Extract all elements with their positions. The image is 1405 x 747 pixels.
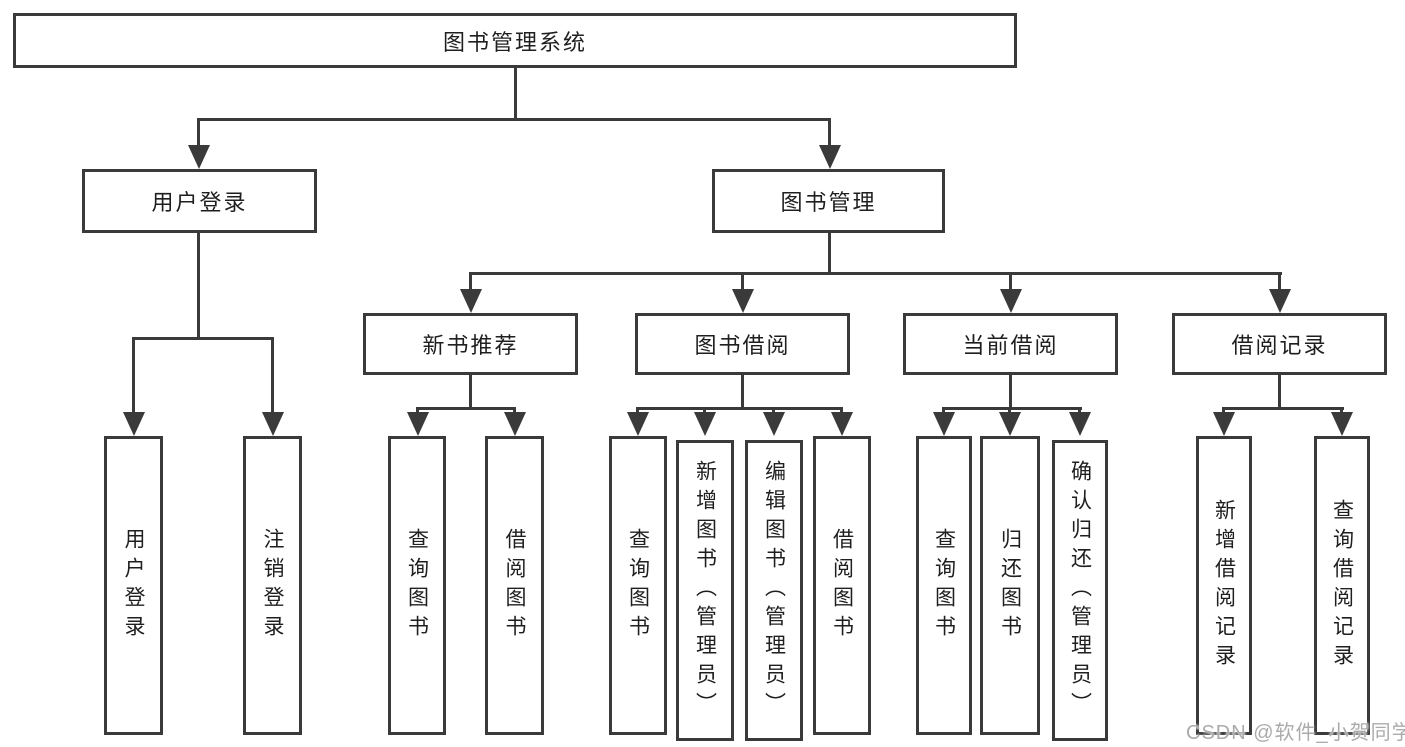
- connector-root-drop-left: [197, 118, 200, 145]
- connector-userlogin-crossbar: [132, 337, 274, 340]
- leaf-return-book-label: 归还图书: [998, 527, 1022, 644]
- leaf-query-books-newbook: 查询图书: [388, 436, 446, 735]
- connector-bookmgmt-drop-3: [1009, 272, 1012, 289]
- arrowhead-confirm-return-admin: [1069, 412, 1091, 436]
- leaf-borrow-books-borrowing: 借阅图书: [813, 436, 871, 735]
- node-current-borrowing-label: 当前借阅: [962, 333, 1059, 358]
- leaf-user-login: 用户登录: [104, 436, 163, 735]
- connector-bookmgmt-drop-2: [741, 272, 744, 289]
- connector-newbook-stem: [469, 375, 472, 407]
- leaf-logout-label: 注销登录: [261, 527, 284, 644]
- connector-borrowing-drop-4: [840, 407, 843, 412]
- leaf-logout: 注销登录: [243, 436, 302, 735]
- connector-records-drop-1: [1222, 407, 1225, 412]
- connector-borrowing-drop-2: [703, 407, 706, 412]
- node-borrow-records-label: 借阅记录: [1231, 333, 1328, 358]
- arrowhead-borrow-records: [1269, 289, 1291, 313]
- connector-borrowing-crossbar: [636, 407, 843, 410]
- leaf-add-book-admin: 新增图书（管理员）: [676, 440, 734, 741]
- node-book-management-label: 图书管理: [780, 190, 877, 215]
- connector-root-crossbar: [197, 118, 831, 121]
- leaf-query-books-newbook-label: 查询图书: [405, 527, 429, 644]
- leaf-confirm-return-admin-label: 确认归还（管理员）: [1068, 460, 1092, 721]
- connector-borrowing-stem: [741, 375, 744, 407]
- arrowhead-new-book-recommend: [460, 289, 482, 313]
- arrowhead-borrow-books-borrowing: [831, 412, 853, 436]
- leaf-add-borrow-record-label: 新增借阅记录: [1212, 498, 1236, 673]
- arrowhead-book-management: [819, 145, 841, 169]
- arrowhead-query-books-newbook: [407, 412, 429, 436]
- connector-userlogin-drop-1: [132, 337, 135, 412]
- connector-bookmgmt-crossbar: [469, 272, 1282, 275]
- arrowhead-leaf-user-login: [123, 412, 145, 436]
- arrowhead-return-book: [999, 412, 1021, 436]
- connector-current-drop-1: [942, 407, 945, 412]
- leaf-query-books-current: 查询图书: [916, 436, 972, 735]
- arrowhead-borrow-books-newbook: [504, 412, 526, 436]
- leaf-borrow-books-newbook: 借阅图书: [485, 436, 544, 735]
- leaf-confirm-return-admin: 确认归还（管理员）: [1052, 440, 1108, 741]
- leaf-query-books-borrowing-label: 查询图书: [626, 527, 650, 644]
- leaf-query-books-borrowing: 查询图书: [609, 436, 667, 735]
- node-borrow-records: 借阅记录: [1172, 313, 1387, 375]
- connector-userlogin-drop-2: [271, 337, 274, 412]
- csdn-watermark: CSDN @软件_小贺同学: [1186, 722, 1405, 744]
- connector-records-crossbar: [1222, 407, 1344, 410]
- leaf-user-login-label: 用户登录: [122, 527, 145, 644]
- leaf-query-borrow-record: 查询借阅记录: [1314, 436, 1370, 735]
- node-new-book-recommend: 新书推荐: [363, 313, 578, 375]
- connector-bookmgmt-drop-1: [469, 272, 472, 289]
- node-user-login: 用户登录: [82, 169, 317, 233]
- node-book-borrowing-label: 图书借阅: [694, 333, 791, 358]
- leaf-edit-book-admin: 编辑图书（管理员）: [745, 440, 803, 741]
- leaf-edit-book-admin-label: 编辑图书（管理员）: [762, 460, 786, 721]
- leaf-add-borrow-record: 新增借阅记录: [1196, 436, 1252, 735]
- connector-root-drop-right: [828, 118, 831, 145]
- connector-current-drop-2: [1008, 407, 1011, 412]
- arrowhead-current-borrowing: [1000, 289, 1022, 313]
- arrowhead-query-borrow-record: [1331, 412, 1353, 436]
- node-library-system-label: 图书管理系统: [442, 29, 587, 55]
- connector-current-crossbar: [942, 407, 1082, 410]
- connector-records-stem: [1278, 375, 1281, 407]
- arrowhead-query-books-borrowing: [627, 412, 649, 436]
- connector-root-stem: [514, 68, 517, 118]
- leaf-add-book-admin-label: 新增图书（管理员）: [693, 460, 717, 721]
- node-new-book-recommend-label: 新书推荐: [422, 333, 519, 358]
- connector-current-stem: [1009, 375, 1012, 407]
- connector-newbook-crossbar: [416, 407, 516, 410]
- node-book-management: 图书管理: [712, 169, 945, 233]
- arrowhead-add-borrow-record: [1213, 412, 1235, 436]
- connector-bookmgmt-drop-4: [1278, 272, 1281, 289]
- connector-newbook-drop-2: [513, 407, 516, 412]
- connector-current-drop-3: [1078, 407, 1081, 412]
- arrowhead-edit-book-admin: [763, 412, 785, 436]
- arrowhead-leaf-logout: [262, 412, 284, 436]
- leaf-borrow-books-newbook-label: 借阅图书: [503, 527, 526, 644]
- arrowhead-query-books-current: [933, 412, 955, 436]
- arrowhead-book-borrowing: [732, 289, 754, 313]
- arrowhead-user-login: [188, 145, 210, 169]
- connector-borrowing-drop-1: [636, 407, 639, 412]
- connector-userlogin-stem: [197, 233, 200, 337]
- leaf-query-books-current-label: 查询图书: [932, 527, 956, 644]
- connector-bookmgmt-stem: [828, 233, 831, 272]
- connector-borrowing-drop-3: [772, 407, 775, 412]
- leaf-query-borrow-record-label: 查询借阅记录: [1330, 498, 1354, 673]
- node-library-system: 图书管理系统: [13, 13, 1017, 68]
- connector-newbook-drop-1: [416, 407, 419, 412]
- leaf-borrow-books-borrowing-label: 借阅图书: [830, 527, 854, 644]
- node-book-borrowing: 图书借阅: [635, 313, 850, 375]
- connector-records-drop-2: [1340, 407, 1343, 412]
- leaf-return-book: 归还图书: [980, 436, 1040, 735]
- node-current-borrowing: 当前借阅: [903, 313, 1118, 375]
- node-user-login-label: 用户登录: [151, 190, 248, 215]
- arrowhead-add-book-admin: [694, 412, 716, 436]
